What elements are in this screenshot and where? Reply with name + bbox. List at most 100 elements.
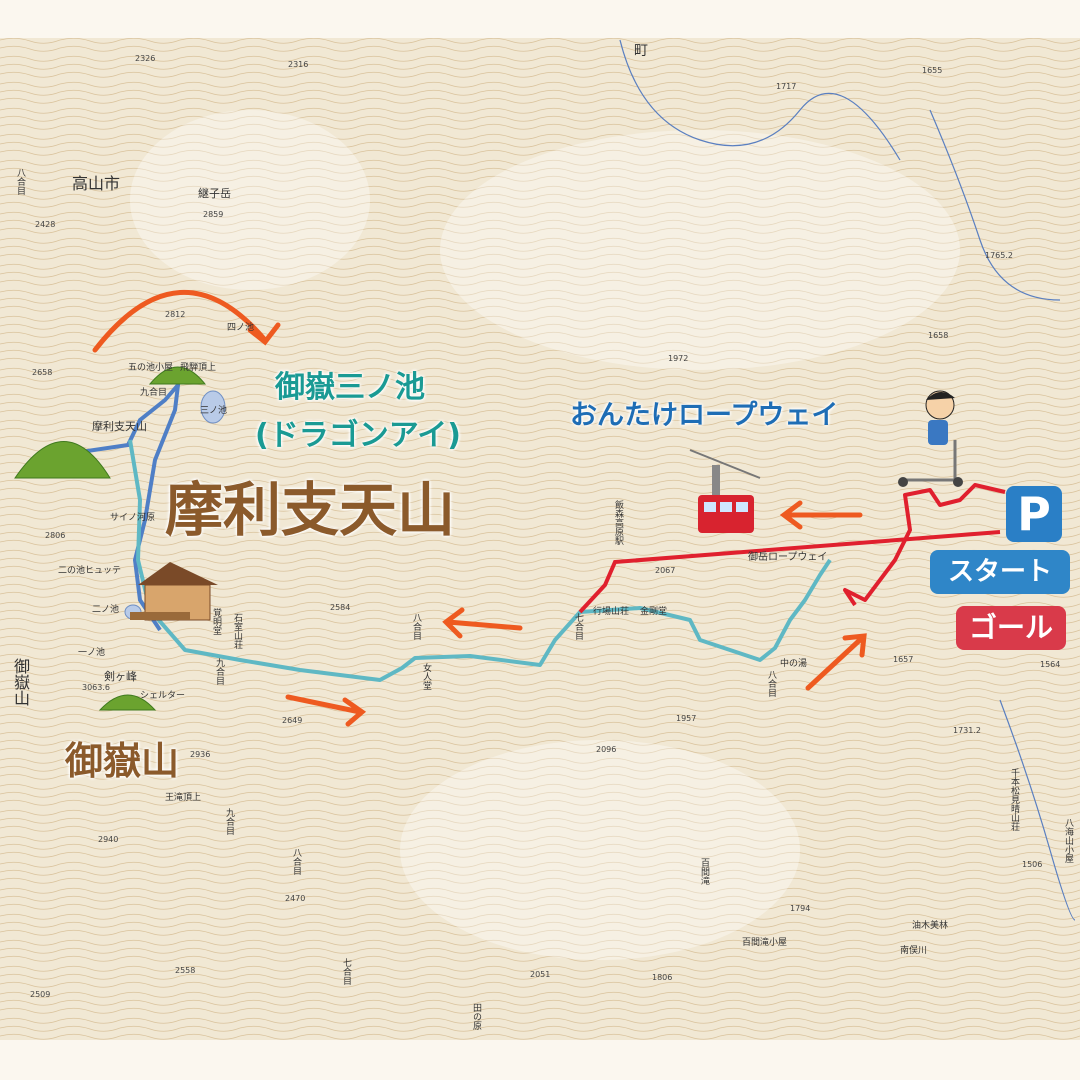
arrow-ropeway xyxy=(779,500,863,530)
elevation: 2096 xyxy=(596,745,617,754)
elevation: 1957 xyxy=(676,714,697,723)
elevation: 1806 xyxy=(652,973,673,982)
elevation: 2859 xyxy=(203,210,224,219)
label-hachigome-e: 八合目 xyxy=(766,670,776,697)
relief-highlights xyxy=(130,110,960,960)
arrow-left xyxy=(442,607,523,639)
elevation: 2584 xyxy=(330,603,351,612)
river xyxy=(929,109,1061,301)
elevation: 2051 xyxy=(530,970,551,979)
elevation: 2812 xyxy=(165,310,186,319)
parking-badge: P xyxy=(1006,486,1062,542)
sannoike-pond xyxy=(200,390,226,424)
pond-title: 御嶽三ノ池 xyxy=(275,370,425,405)
label-hachigome-w: 八合目 xyxy=(15,168,25,195)
elevation: 1717 xyxy=(776,82,797,91)
label-hachigome: 八合目 xyxy=(411,613,421,640)
label-kugome-n: 九合目 xyxy=(140,388,168,398)
label-nakanoyu: 中の湯 xyxy=(780,659,808,669)
elevation: 1657 xyxy=(893,655,914,664)
goal-badge: ゴール xyxy=(956,606,1066,650)
elevation: 2428 xyxy=(35,220,56,229)
elevation: 2658 xyxy=(32,368,53,377)
label-yonnoike: 四ノ池 xyxy=(227,323,255,333)
label-takayama: 高山市 xyxy=(72,174,121,193)
elevation: 2509 xyxy=(30,990,51,999)
elevation: 2470 xyxy=(285,894,306,903)
mountain-hut-icon xyxy=(130,562,218,621)
route-blue-ridge xyxy=(132,384,180,632)
label-nanagome: 七合目 xyxy=(573,613,583,640)
label-kinkoku: 金剛堂 xyxy=(640,607,668,617)
route-red-ropeway xyxy=(578,530,1001,614)
peak-ontake-title: 御嶽山 xyxy=(65,739,180,783)
arrow-curve-head xyxy=(247,322,281,346)
label-kakumeido: 覚明堂 xyxy=(211,608,221,635)
label-ninoike-hutte: 二の池ヒュッテ xyxy=(58,566,122,576)
label-ropeway-small: 御岳ロープウェイ xyxy=(748,552,828,563)
label-kugome-s: 九合目 xyxy=(214,658,224,685)
elevation: 1794 xyxy=(790,904,811,913)
map-graphics xyxy=(0,38,1080,1040)
label-otaki-top: 王滝頂上 xyxy=(165,793,202,803)
elevation: 2940 xyxy=(98,835,119,844)
arrow-right xyxy=(285,694,367,727)
elevation: 1655 xyxy=(922,66,943,75)
label-ontake-vertical: 御嶽山 xyxy=(11,658,30,706)
elevation: 2558 xyxy=(175,966,196,975)
river xyxy=(999,699,1076,921)
label-machi: 町 xyxy=(634,43,648,59)
elevation: 1765.2 xyxy=(985,251,1013,260)
mountain-icons xyxy=(14,366,207,711)
elevation: 2326 xyxy=(135,54,156,63)
ropeway-cable xyxy=(689,449,761,479)
elevation: 1506 xyxy=(1022,860,1043,869)
label-tanohara: 田の原 xyxy=(471,1003,481,1030)
route-red-road xyxy=(843,483,1006,607)
route-teal xyxy=(128,439,832,682)
label-ninoike: 二ノ池 xyxy=(92,605,120,615)
label-hachigome-s: 八合目 xyxy=(291,848,301,875)
label-mamakodake: 継子岳 xyxy=(198,187,231,200)
elevation: 2316 xyxy=(288,60,309,69)
elevation: 1658 xyxy=(928,331,949,340)
elevation: 1564 xyxy=(1040,660,1061,669)
label-hakkaisan: 八海山小屋 xyxy=(1063,818,1073,863)
label-kengamine: 剣ヶ峰 xyxy=(104,670,137,683)
direction-arrows xyxy=(92,290,867,727)
elevation: 2649 xyxy=(282,716,303,725)
label-gonoike: 五の池小屋 xyxy=(128,363,174,373)
elevation: 2806 xyxy=(45,531,66,540)
elevation: 2067 xyxy=(655,566,676,575)
label-hyakkendaki-hut: 百間滝小屋 xyxy=(742,938,788,948)
label-ichinoike: 一ノ池 xyxy=(78,648,106,658)
label-sannoike: 三ノ池 xyxy=(200,406,228,416)
label-aburagi: 油木美林 xyxy=(912,921,949,931)
elevation: 1972 xyxy=(668,354,689,363)
label-nyonindo: 女人堂 xyxy=(421,663,431,690)
elevation: 1731.2 xyxy=(953,726,981,735)
label-sainokawara: サイノ河原 xyxy=(110,513,156,523)
label-hida-top: 飛騨頂上 xyxy=(180,363,217,373)
label-iimori: 飯森高原駅 xyxy=(613,500,623,545)
elevation: 2936 xyxy=(190,750,211,759)
scooter-boy-icon xyxy=(898,390,963,487)
label-gyoba: 行場山荘 xyxy=(593,607,630,617)
topographic-map[interactable]: 高山市 町 継子岳 五の池小屋 飛騨頂上 九合目 三ノ池 四ノ池 摩利支天山 サ… xyxy=(0,38,1080,1040)
label-senbonmatsu: 千本松見晴山荘 xyxy=(1009,768,1019,831)
label-minamimata: 南俣川 xyxy=(900,946,928,956)
river xyxy=(619,39,901,161)
ropeway-title: おんたけロープウェイ xyxy=(570,400,839,431)
arrow-curve xyxy=(92,290,268,353)
start-badge: スタート xyxy=(930,550,1070,594)
label-marishiten-small: 摩利支天山 xyxy=(92,420,147,433)
arrow-up-right xyxy=(805,633,867,691)
label-kugome-sw: 九合目 xyxy=(224,808,234,835)
label-nanagome-s: 七合目 xyxy=(341,958,351,985)
pond-subtitle: (ドラゴンアイ) xyxy=(255,418,461,453)
label-shelter: シェルター xyxy=(140,691,186,701)
peak-marishiten-title: 摩利支天山 xyxy=(165,476,456,544)
gondola-icon xyxy=(698,465,754,533)
elevation: 3063.6 xyxy=(82,683,110,692)
label-ishimuro: 石室山荘 xyxy=(232,613,242,649)
